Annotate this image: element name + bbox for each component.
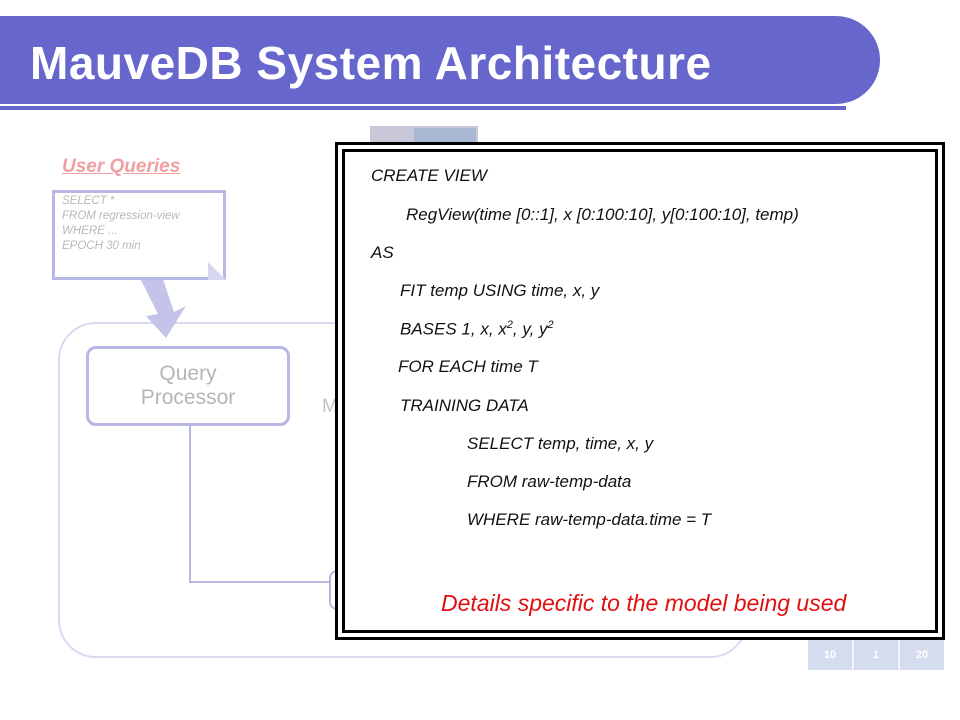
sql-line-bases: BASES 1, x, x2, y, y2 xyxy=(400,319,554,340)
popup-inner-frame xyxy=(342,149,938,633)
table-cell: 1 xyxy=(854,640,900,670)
sql-line-create-view: CREATE VIEW xyxy=(371,166,487,185)
partial-label: M xyxy=(322,396,338,417)
query-arrow xyxy=(140,270,186,338)
query-line: EPOCH 30 min xyxy=(62,240,141,252)
user-queries-label: User Queries xyxy=(62,156,181,177)
sql-line-where: WHERE raw-temp-data.time = T xyxy=(467,510,712,529)
query-note-fold xyxy=(208,262,226,280)
processor-connector xyxy=(189,426,330,583)
query-note xyxy=(52,190,226,280)
view-definition-popup xyxy=(335,142,945,640)
bases-text: BASES 1, x, x xyxy=(400,319,507,339)
sql-line-for-each: FOR EACH time T xyxy=(398,357,538,376)
title-banner xyxy=(0,16,880,104)
query-processor-box: Query Processor xyxy=(86,346,290,426)
model-details-note: Details specific to the model being used xyxy=(441,590,847,616)
slide-title: MauveDB System Architecture xyxy=(30,37,712,89)
sql-line-as: AS xyxy=(371,243,394,262)
sql-line-view-signature: RegView(time [0::1], x [0:100:10], y[0:1… xyxy=(406,205,799,224)
sql-line-fit: FIT temp USING time, x, y xyxy=(400,281,600,300)
bases-superscript: 2 xyxy=(506,319,513,331)
sql-line-training-data: TRAINING DATA xyxy=(400,396,529,415)
title-underline xyxy=(0,106,846,110)
query-line: FROM regression-view xyxy=(62,210,180,222)
query-processor-label: Query Processor xyxy=(140,362,236,409)
sql-line-from: FROM raw-temp-data xyxy=(467,472,632,491)
bases-text: , y, y xyxy=(512,319,548,339)
query-text: SELECT * FROM regression-view WHERE ... … xyxy=(62,194,180,254)
sql-line-select: SELECT temp, time, x, y xyxy=(467,434,654,453)
bases-superscript: 2 xyxy=(547,319,554,331)
query-line: SELECT * xyxy=(62,195,115,207)
table-fragment: 10 1 20 xyxy=(808,640,944,670)
query-line: WHERE ... xyxy=(62,225,118,237)
table-cell: 10 xyxy=(808,640,854,670)
table-cell: 20 xyxy=(915,649,929,661)
